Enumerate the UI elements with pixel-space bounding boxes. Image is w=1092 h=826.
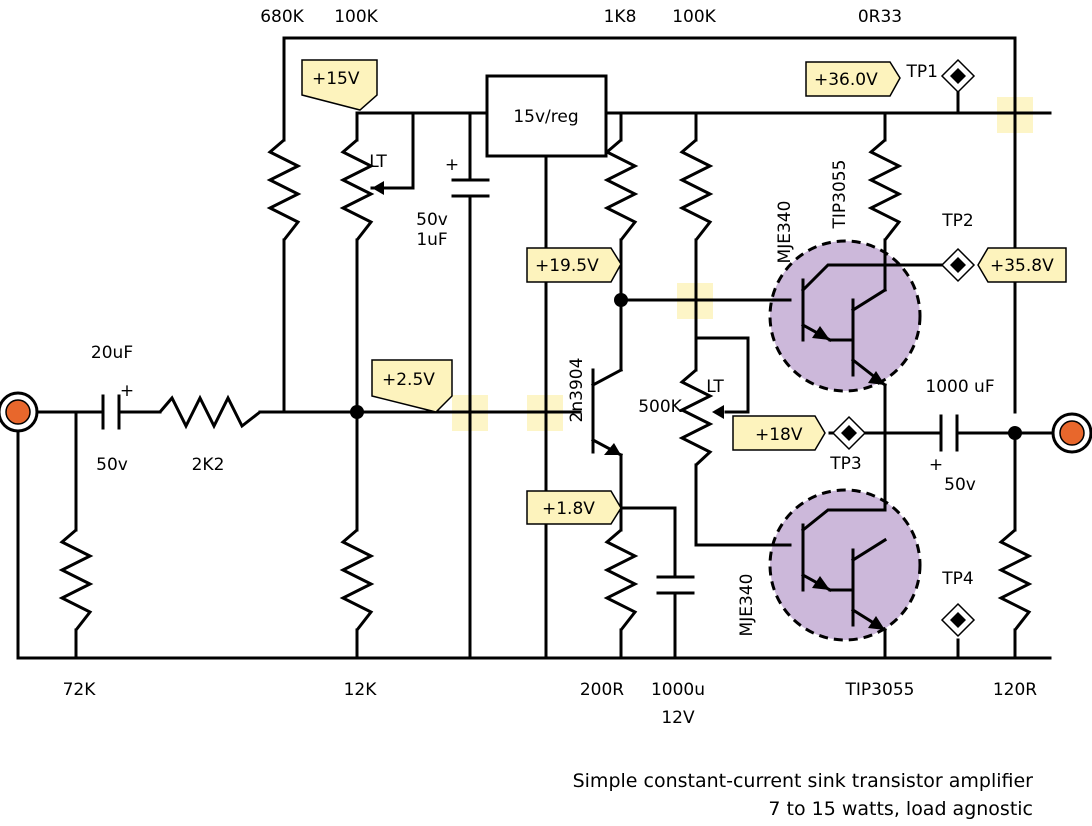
label-1k8: 1K8 (604, 7, 637, 27)
wiring (16, 36, 1062, 660)
label-tp1: TP1 (906, 62, 938, 82)
label-12k: 12K (344, 680, 378, 700)
tag-35-8v: +35.8V (990, 256, 1054, 276)
label-100k-left: 100K (334, 7, 378, 27)
regulator-label: 15v/reg (513, 107, 578, 127)
emitter-arrow-tip3055-bottom (868, 616, 885, 630)
resistor-2k2 (158, 394, 261, 430)
resistor-100k-right (678, 138, 714, 241)
voltage-tags: +15V +36.0V +19.5V +35.8V +2.5V +18V +1.… (301, 59, 1067, 525)
label-tp3: TP3 (829, 454, 861, 474)
capacitors (101, 178, 959, 595)
label-tp2: TP2 (941, 211, 973, 231)
label-1000u: 1000u (651, 680, 705, 700)
label-mje340-bottom: MJE340 (737, 574, 757, 637)
resistor-0r33 (867, 138, 903, 241)
wiper-arrow-right (712, 405, 724, 419)
label-2n3904: 2n3904 (567, 358, 587, 423)
tag-19-5v: +19.5V (535, 256, 599, 276)
label-50v-right: 50v (944, 475, 976, 495)
test-points (831, 58, 976, 638)
potentiometer-100k-left (339, 138, 375, 241)
label-lt-left: LT (369, 152, 387, 172)
label-20uf: 20uF (91, 343, 133, 363)
resistor-200r (603, 528, 639, 631)
label-680k: 680K (260, 7, 304, 27)
resistor-72k (58, 528, 94, 631)
label-mje340-top: MJE340 (775, 201, 795, 264)
label-2k2: 2K2 (192, 455, 225, 475)
emitter-arrow-tip3055-top (868, 371, 885, 385)
label-tp4: TP4 (941, 569, 973, 589)
resistor-680k (266, 138, 302, 241)
label-100k-right: 100K (672, 7, 716, 27)
label-72k: 72K (63, 680, 97, 700)
transistor-pair-top (768, 239, 922, 393)
resistors (58, 138, 1033, 631)
transistor-pair-bottom (768, 488, 922, 642)
emitter-arrow-mje340-top (812, 326, 830, 340)
potentiometer-500k (678, 368, 714, 467)
label-tip3055-bottom: TIP3055 (845, 680, 915, 700)
regulator-box (485, 74, 608, 158)
label-500k: 500K (638, 397, 682, 417)
resistor-120r (997, 528, 1033, 631)
component-labels: 680K 100K 1K8 100K 0R33 20uF + 50v 2K2 L… (63, 7, 1038, 728)
label-1000uf: 1000 uF (925, 377, 994, 397)
tag-36v: +36.0V (814, 70, 878, 90)
plus-sign-1uf: + (445, 155, 459, 175)
plus-sign-1000uf: + (929, 455, 943, 475)
tag-2-5v: +2.5V (382, 370, 435, 390)
emitter-arrow-mje340-bottom (812, 576, 830, 590)
junction-dots (350, 293, 1022, 440)
label-120r: 120R (993, 680, 1037, 700)
label-50v-1uf: 50v (416, 210, 448, 230)
label-tip3055-top: TIP3055 (830, 160, 850, 230)
caption-line-1: Simple constant-current sink transistor … (573, 770, 1034, 792)
caption-line-2: 7 to 15 watts, load agnostic (768, 798, 1033, 820)
tag-15v: +15V (312, 69, 360, 89)
resistor-12k (339, 528, 375, 631)
label-lt-right: LT (706, 377, 724, 397)
label-12v: 12V (661, 708, 695, 728)
label-1uf: 1uF (416, 230, 447, 250)
resistor-1k8 (603, 138, 639, 241)
label-200r: 200R (580, 680, 624, 700)
label-50v-left: 50v (96, 455, 128, 475)
emitter-arrow-2n3904 (604, 443, 621, 455)
tag-1-8v: +1.8V (542, 499, 595, 519)
wiper-arrow-left (372, 181, 384, 195)
plus-sign-20uf: + (120, 381, 134, 401)
label-0r33: 0R33 (858, 7, 902, 27)
tag-18v: +18V (755, 425, 803, 445)
